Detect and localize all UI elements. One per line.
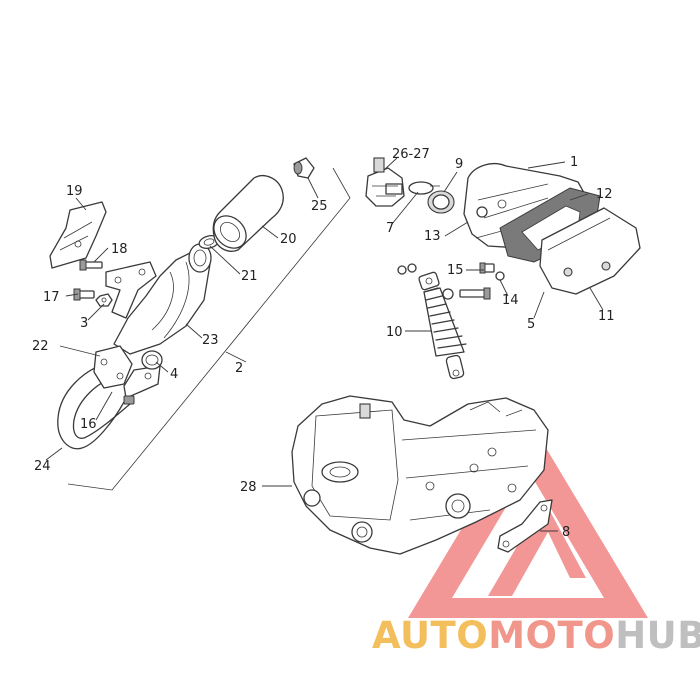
callout-20: 20	[280, 232, 297, 247]
shock-top-washers	[397, 263, 417, 275]
callout-1: 1	[570, 155, 578, 170]
callout-23: 23	[202, 333, 219, 348]
callout-21: 21	[241, 269, 258, 284]
callout-10: 10	[386, 325, 403, 340]
exhaust-group-frame	[67, 167, 351, 491]
shock-bolt-part	[442, 287, 491, 300]
washer-14-part	[495, 271, 505, 281]
filter-cylinder-part	[212, 175, 284, 252]
callout-28: 28	[240, 480, 257, 495]
air-filter-cover-11-part	[539, 207, 641, 295]
kick-lever-8-part	[497, 499, 553, 553]
callout-18: 18	[111, 242, 128, 257]
callout-7: 7	[386, 221, 394, 236]
muffler-part	[113, 243, 212, 355]
callout-25: 25	[311, 199, 328, 214]
engine-case-part	[291, 395, 549, 555]
watermark-triangle-mark	[488, 500, 586, 596]
callout-numbers: 1 2 3 4 5 7 8 9 10 11 12 13 14 15 16 17 …	[32, 147, 615, 540]
callout-11: 11	[598, 309, 615, 324]
screw-15-part	[479, 262, 495, 274]
watermark-text: AUTOMOTOHUB	[372, 614, 700, 657]
nut-3-part	[95, 293, 113, 307]
callout-8: 8	[562, 525, 570, 540]
bolt-18-part	[79, 259, 103, 271]
callout-5: 5	[527, 317, 535, 332]
intake-coupler-9-part	[427, 190, 455, 214]
callout-15: 15	[447, 263, 464, 278]
exhaust-pipe-part	[57, 345, 133, 450]
leader-lines	[45, 157, 604, 532]
callout-22: 22	[32, 339, 49, 354]
exhaust-gasket-4-part	[141, 350, 163, 370]
callout-4: 4	[170, 367, 178, 382]
elbow-25-part	[293, 157, 315, 179]
watermark-wordmark: AUTOMOTOHUB	[372, 614, 700, 657]
shock-absorber-part	[418, 271, 467, 380]
filter-element-12-part	[499, 187, 601, 263]
callout-12: 12	[596, 187, 613, 202]
callout-24: 24	[34, 459, 51, 474]
callout-13: 13	[424, 229, 441, 244]
callout-19: 19	[66, 184, 83, 199]
hose-clamp-7-part	[408, 181, 440, 195]
callout-16: 16	[80, 417, 97, 432]
callout-2: 2	[235, 361, 243, 376]
callout-9: 9	[455, 157, 463, 172]
watermark-moto: MOTO	[488, 614, 615, 657]
callout-14: 14	[502, 293, 519, 308]
muffler-bracket-part	[105, 261, 157, 319]
watermark-auto: AUTO	[372, 614, 488, 657]
callout-3: 3	[80, 316, 88, 331]
callout-17: 17	[43, 290, 60, 305]
callout-26-27: 26-27	[392, 147, 430, 162]
carburetor-part	[365, 157, 405, 207]
watermark-hub: HUB	[615, 614, 700, 657]
heat-shield-part	[49, 201, 107, 269]
